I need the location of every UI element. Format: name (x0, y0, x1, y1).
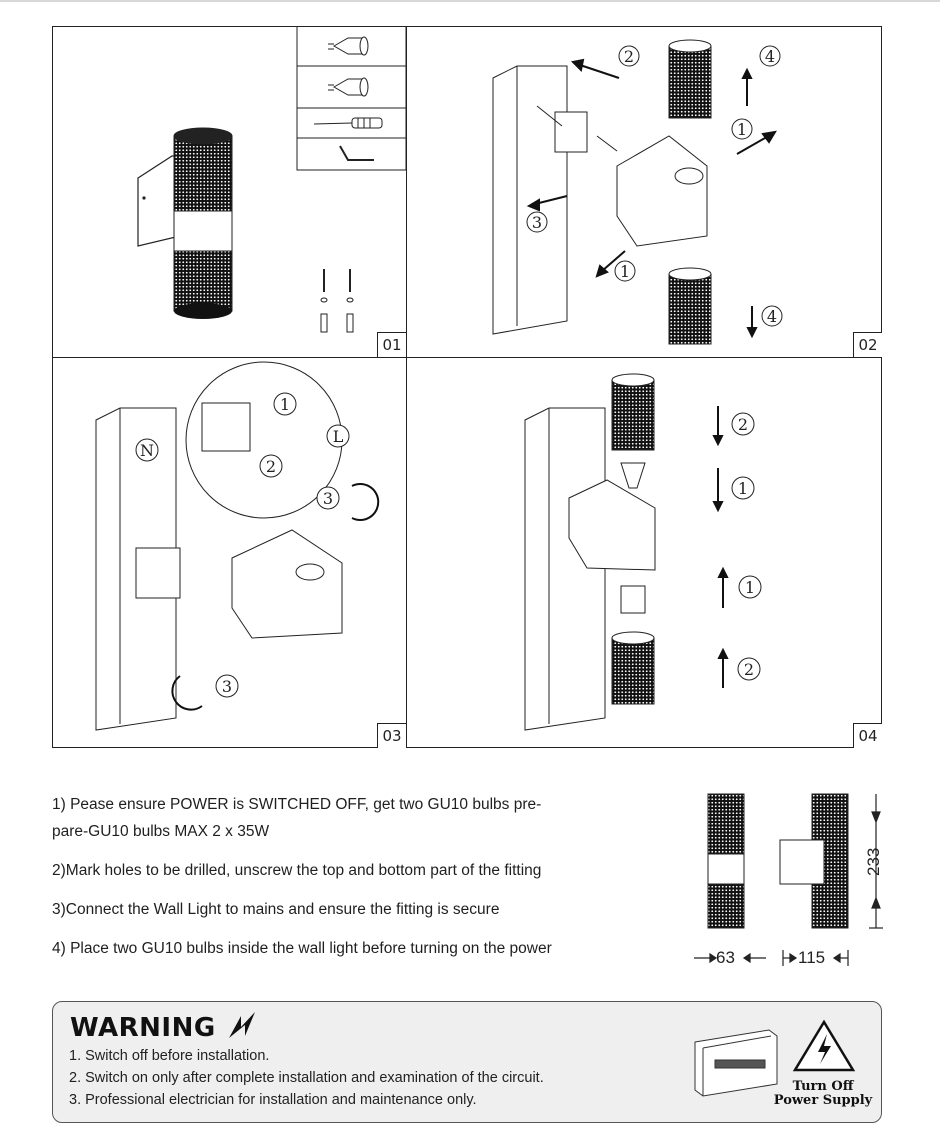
warning-item-3: 3. Professional electrician for installa… (69, 1092, 477, 1108)
callout-2: 2 (266, 457, 276, 476)
panel-number: 02 (853, 332, 882, 357)
breaker-panel-icon (694, 1029, 778, 1097)
step-3: 3)Connect the Wall Light to mains and en… (52, 901, 500, 918)
dimension-height: 233 (864, 847, 883, 876)
dimension-width: 63 (716, 948, 735, 967)
wall-block (492, 65, 568, 335)
callout-l: L (333, 427, 344, 446)
dimension-drawing: 233 63 115 (686, 780, 886, 980)
callout-4: 4 (765, 47, 775, 66)
callout-1: 1 (738, 479, 748, 498)
gu10-bulb-icon (328, 77, 369, 97)
lightning-icon (229, 1012, 256, 1038)
callout-2: 2 (738, 415, 748, 434)
cylinder-bottom (668, 267, 712, 345)
callout-2: 2 (744, 660, 754, 679)
turn-off-line-2: Power Supply (773, 1093, 873, 1108)
dimension-depth: 115 (798, 948, 826, 967)
callout-1: 1 (620, 262, 630, 281)
callout-4: 4 (767, 307, 777, 326)
light-body (231, 529, 343, 639)
warning-item-1: 1. Switch off before installation. (69, 1048, 270, 1064)
instruction-panels-grid (52, 26, 882, 748)
light-body (568, 479, 656, 571)
step-1-line-2: pare-GU10 bulbs MAX 2 x 35W (52, 823, 270, 840)
panel-02-illustration: 2 4 1 3 1 4 (492, 39, 783, 345)
panel-02: 2 4 1 3 1 4 02 (407, 26, 882, 357)
screwdriver-icon (313, 117, 383, 129)
callout-2: 2 (624, 47, 634, 66)
gu10-bulb-icon (328, 36, 369, 56)
panel-number: 03 (377, 723, 406, 748)
cylinder-top (668, 39, 712, 119)
panel-04-illustration: 2 1 1 2 (524, 373, 762, 731)
dimension-illustration (694, 793, 883, 966)
allen-key-icon (339, 145, 374, 161)
callout-3: 3 (532, 213, 542, 232)
callout-1: 1 (745, 578, 755, 597)
panel-number: 04 (853, 723, 882, 748)
rotate-arrow-icon (171, 675, 203, 711)
step-2: 2)Mark holes to be drilled, unscrew the … (52, 862, 542, 879)
callout-n: N (140, 441, 154, 460)
electric-hazard-icon (792, 1019, 856, 1072)
wall-light-drawing (137, 127, 233, 319)
turn-off-line-1: Turn Off (792, 1079, 854, 1094)
callout-1: 1 (737, 120, 747, 139)
warning-title-text: WARNING (70, 1013, 216, 1043)
top-divider (0, 0, 940, 2)
panel-number: 01 (377, 332, 406, 357)
step-1-line-1: 1) Pease ensure POWER is SWITCHED OFF, g… (52, 796, 542, 813)
wall-block (524, 407, 606, 731)
panel-03-illustration: 1 N L 2 3 3 (95, 361, 380, 731)
panel-divider-horizontal (52, 357, 882, 358)
gu10-bulb-icon (620, 585, 646, 614)
warning-title: WARNING (70, 1010, 261, 1043)
gu10-bulb-icon (620, 462, 646, 489)
parts-table (296, 26, 406, 171)
arrows (526, 58, 777, 339)
panel-divider-vertical (406, 26, 407, 748)
cylinder-top (611, 373, 655, 451)
mounting-bracket (536, 105, 618, 153)
warning-box: WARNING 1. Switch off before installatio… (52, 1001, 882, 1123)
rotate-arrow-icon (351, 483, 380, 521)
panel-04: 2 1 1 2 04 (407, 358, 882, 748)
cylinder-bottom (611, 631, 655, 705)
turn-off-power-label: Turn Off Power Supply (769, 1080, 877, 1108)
callout-3: 3 (323, 489, 333, 508)
junction-box (135, 547, 181, 599)
step-4: 4) Place two GU10 bulbs inside the wall … (52, 940, 552, 957)
warning-item-2: 2. Switch on only after complete install… (69, 1070, 544, 1086)
callout-1: 1 (280, 395, 290, 414)
screws-and-plugs-icon (320, 269, 354, 333)
light-body (616, 135, 708, 247)
panel-01-illustration (137, 26, 406, 333)
callout-3: 3 (222, 677, 232, 696)
panel-03: 1 N L 2 3 3 03 (52, 358, 406, 748)
panel-01: 01 (52, 26, 406, 357)
